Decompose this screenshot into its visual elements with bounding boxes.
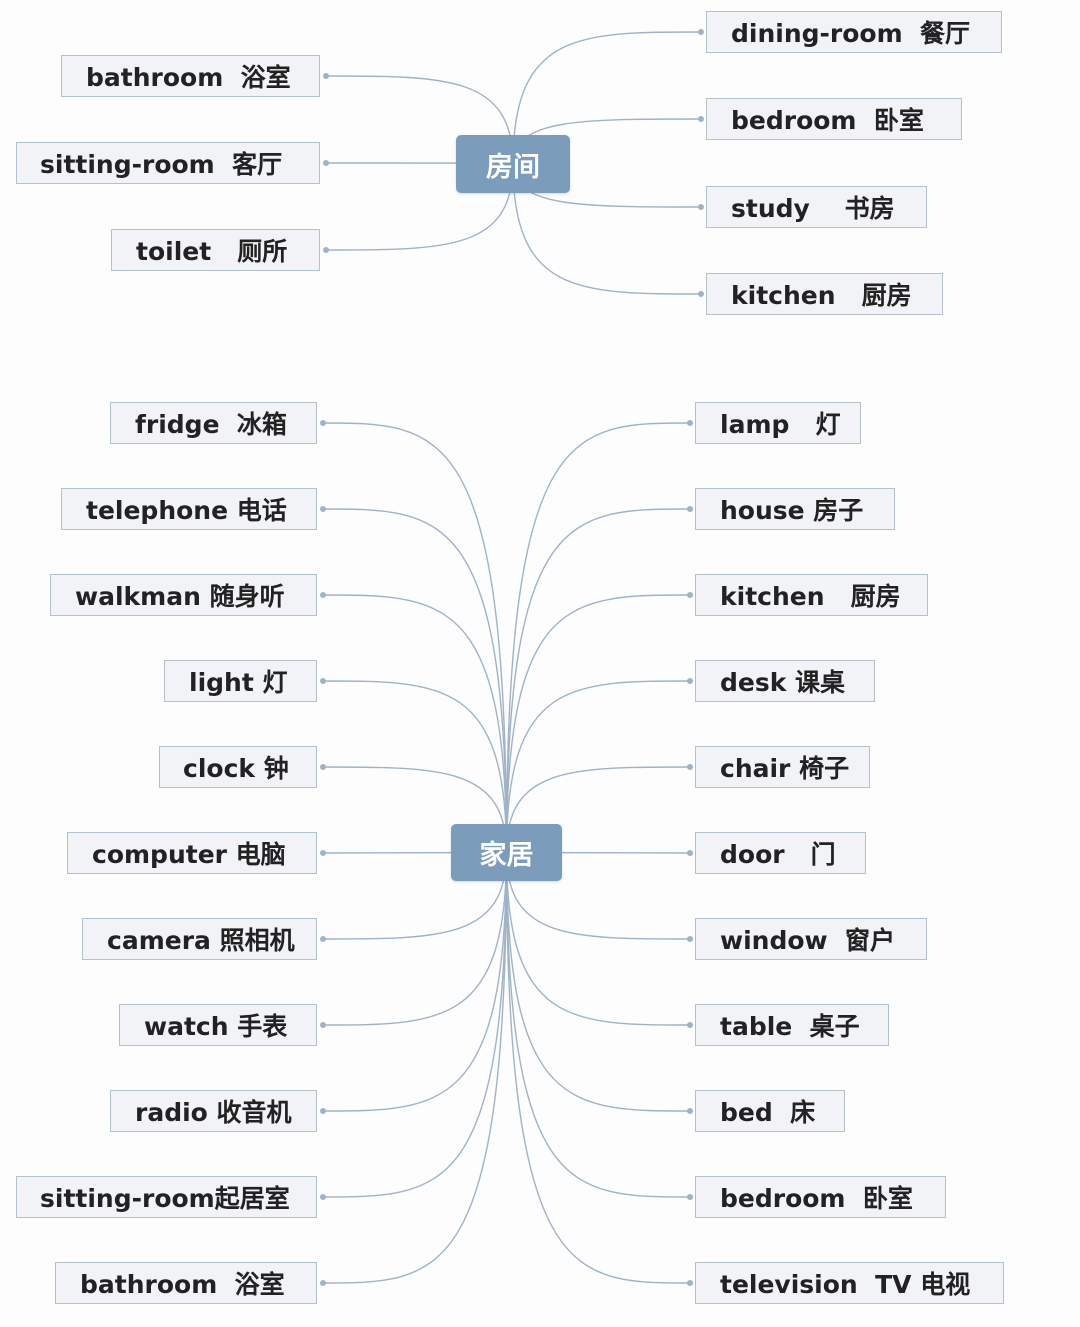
connector-dot bbox=[320, 1108, 326, 1114]
rooms-right-node-bedroom[interactable]: bedroom 卧室 bbox=[706, 98, 962, 140]
connector-dot bbox=[687, 678, 693, 684]
home-right-node-chair[interactable]: chair 椅子 bbox=[695, 746, 870, 788]
connector-line bbox=[322, 508, 508, 853]
home-right-node-desk[interactable]: desk 课桌 bbox=[695, 660, 875, 702]
rooms-left-node-sitting-room[interactable]: sitting-room 客厅 bbox=[16, 142, 320, 184]
connector-dot bbox=[698, 29, 704, 35]
connector-dot bbox=[320, 1280, 326, 1286]
connector-line bbox=[322, 852, 508, 1284]
connector-line bbox=[505, 508, 691, 853]
connector-dot bbox=[320, 936, 326, 942]
connector-dot bbox=[323, 73, 329, 79]
connector-dot bbox=[698, 116, 704, 122]
connector-dot bbox=[687, 420, 693, 426]
connector-line bbox=[322, 422, 508, 853]
home-left-node-radio[interactable]: radio 收音机 bbox=[110, 1090, 317, 1132]
home-root-node[interactable]: 家居 bbox=[451, 824, 562, 881]
home-right-node-television[interactable]: television TV 电视 bbox=[695, 1262, 1004, 1304]
connector-dot bbox=[320, 1022, 326, 1028]
connector-line bbox=[322, 766, 508, 853]
connector-dot bbox=[687, 936, 693, 942]
connector-line bbox=[322, 852, 508, 1198]
connector-line bbox=[322, 594, 508, 853]
connector-dot bbox=[698, 204, 704, 210]
home-left-node-fridge[interactable]: fridge 冰箱 bbox=[110, 402, 317, 444]
home-left-node-light[interactable]: light 灯 bbox=[164, 660, 317, 702]
connector-line bbox=[512, 163, 702, 295]
home-right-node-bed[interactable]: bed 床 bbox=[695, 1090, 845, 1132]
connector-line bbox=[505, 852, 691, 1284]
connector-line bbox=[505, 766, 691, 853]
connector-line bbox=[505, 852, 691, 1198]
connector-line bbox=[505, 852, 691, 1112]
connector-line bbox=[322, 852, 508, 1112]
home-left-node-walkman[interactable]: walkman 随身听 bbox=[50, 574, 317, 616]
connector-dot bbox=[320, 1194, 326, 1200]
home-left-node-computer[interactable]: computer 电脑 bbox=[67, 832, 317, 874]
connector-dot bbox=[687, 764, 693, 770]
rooms-left-node-bathroom[interactable]: bathroom 浴室 bbox=[61, 55, 320, 97]
home-left-node-watch[interactable]: watch 手表 bbox=[119, 1004, 317, 1046]
rooms-left-node-toilet[interactable]: toilet 厕所 bbox=[111, 229, 320, 271]
rooms-right-node-study[interactable]: study 书房 bbox=[706, 186, 927, 228]
connector-dot bbox=[320, 850, 326, 856]
home-left-node-clock[interactable]: clock 钟 bbox=[159, 746, 317, 788]
home-right-node-bedroom[interactable]: bedroom 卧室 bbox=[695, 1176, 946, 1218]
connector-line bbox=[512, 31, 702, 165]
connector-dot bbox=[323, 247, 329, 253]
home-right-node-door[interactable]: door 门 bbox=[695, 832, 866, 874]
connector-dot bbox=[687, 1194, 693, 1200]
connector-line bbox=[505, 852, 691, 1026]
connector-line bbox=[505, 422, 691, 853]
connector-dot bbox=[323, 160, 329, 166]
home-left-node-sitting-room[interactable]: sitting-room起居室 bbox=[16, 1176, 317, 1218]
connector-dot bbox=[320, 420, 326, 426]
connector-dot bbox=[320, 592, 326, 598]
home-right-node-kitchen[interactable]: kitchen 厨房 bbox=[695, 574, 928, 616]
connector-line bbox=[505, 680, 691, 853]
connector-dot bbox=[687, 850, 693, 856]
connector-line bbox=[322, 852, 508, 940]
home-right-node-window[interactable]: window 窗户 bbox=[695, 918, 927, 960]
home-right-node-table[interactable]: table 桌子 bbox=[695, 1004, 889, 1046]
home-left-node-bathroom[interactable]: bathroom 浴室 bbox=[55, 1262, 317, 1304]
connector-line bbox=[505, 852, 691, 940]
connector-dot bbox=[320, 764, 326, 770]
rooms-root-node[interactable]: 房间 bbox=[456, 135, 570, 193]
connector-dot bbox=[687, 1022, 693, 1028]
connector-line bbox=[505, 594, 691, 853]
rooms-right-node-dining-room[interactable]: dining-room 餐厅 bbox=[706, 11, 1002, 53]
connector-dot bbox=[687, 1280, 693, 1286]
connector-dot bbox=[320, 678, 326, 684]
connector-dot bbox=[320, 506, 326, 512]
home-right-node-lamp[interactable]: lamp 灯 bbox=[695, 402, 861, 444]
connector-dot bbox=[687, 506, 693, 512]
connector-dot bbox=[687, 592, 693, 598]
connector-dot bbox=[698, 291, 704, 297]
home-left-node-telephone[interactable]: telephone 电话 bbox=[61, 488, 317, 530]
connector-line bbox=[322, 852, 508, 1026]
home-left-node-camera[interactable]: camera 照相机 bbox=[82, 918, 317, 960]
connector-line bbox=[325, 75, 514, 165]
home-right-node-house[interactable]: house 房子 bbox=[695, 488, 895, 530]
connector-dot bbox=[687, 1108, 693, 1114]
rooms-right-node-kitchen[interactable]: kitchen 厨房 bbox=[706, 273, 943, 315]
connector-line bbox=[322, 680, 508, 853]
